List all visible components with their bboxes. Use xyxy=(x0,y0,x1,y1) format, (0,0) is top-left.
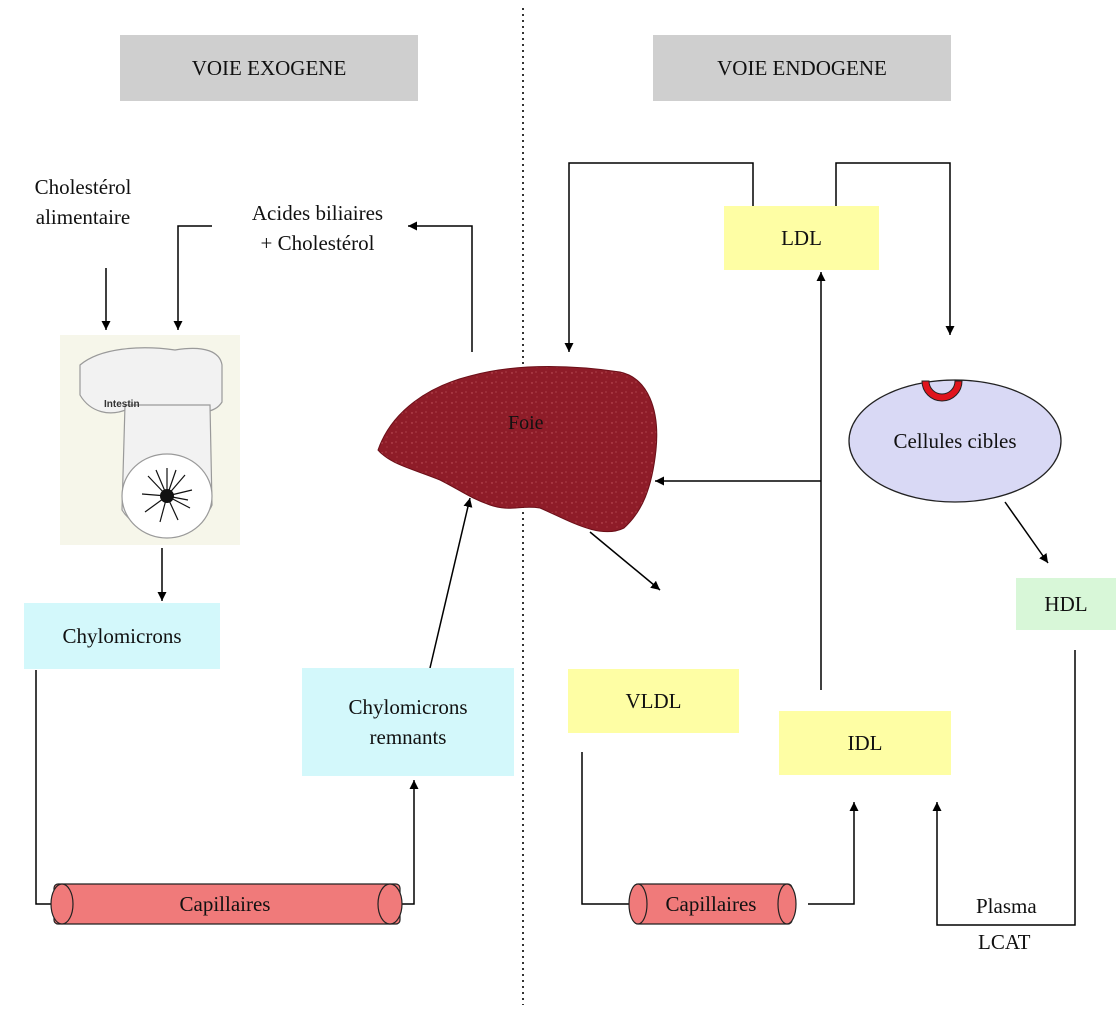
bile-acids-line-2: + Cholestérol xyxy=(260,231,375,255)
chylomicron-remnants-line-1: Chylomicrons xyxy=(348,694,468,719)
arrow-ldl-to-liver xyxy=(564,162,754,352)
capillary-tube-left xyxy=(50,883,403,925)
header-endogenous: VOIE ENDOGENE xyxy=(653,35,951,101)
target-cells-label: Cellules cibles xyxy=(893,429,1017,453)
arrow-liver-to-bile xyxy=(408,221,473,352)
capillary-tube-right xyxy=(628,883,797,925)
hdl-box: HDL xyxy=(1016,578,1116,630)
idl-box: IDL xyxy=(779,711,951,775)
bile-acids-line-1: Acides biliaires xyxy=(251,201,384,225)
receptor-icon xyxy=(921,380,963,402)
liver-label: Foie xyxy=(508,412,544,434)
liver-shape xyxy=(377,366,658,533)
arrow-hdl-to-idl xyxy=(932,650,1076,926)
dietary-cholesterol-line-2: alimentaire xyxy=(35,205,131,229)
header-exogenous: VOIE EXOGENE xyxy=(120,35,418,101)
lcat-label: LCAT xyxy=(978,930,1031,954)
arrow-bile-to-intestine xyxy=(173,225,212,330)
chylomicron-remnants-line-2: remnants xyxy=(369,725,447,749)
plasma-label: Plasma xyxy=(976,894,1037,918)
arrow-capillaries-to-remnants xyxy=(398,780,419,905)
arrow-capillaries-to-idl xyxy=(808,802,859,905)
target-cells-shape xyxy=(848,379,1062,503)
dietary-cholesterol-line-1: Cholestérol xyxy=(34,175,132,199)
dietary-cholesterol-label: Cholestérol alimentaire xyxy=(8,172,158,232)
chylomicron-remnants-box: Chylomicrons remnants xyxy=(302,668,514,776)
arrow-ldl-to-target-cells xyxy=(835,162,955,335)
arrow-vldl-to-capillaries xyxy=(581,752,638,909)
bile-acids-label: Acides biliaires + Cholestérol xyxy=(220,198,415,258)
arrow-cells-to-hdl xyxy=(1004,501,1049,564)
ldl-box: LDL xyxy=(724,206,879,270)
intestine-icon xyxy=(60,335,240,545)
arrow-remnants-to-liver xyxy=(429,497,473,669)
arrow-chylomicrons-to-capillaries xyxy=(35,670,62,909)
capillaries-label-right: Capillaires xyxy=(665,891,757,916)
arrow-liver-to-vldl xyxy=(589,531,661,591)
intestine-label: Intestin xyxy=(104,399,140,410)
vldl-box: VLDL xyxy=(568,669,739,733)
chylomicrons-box: Chylomicrons xyxy=(24,603,220,669)
capillaries-label-left: Capillaires xyxy=(179,891,271,916)
